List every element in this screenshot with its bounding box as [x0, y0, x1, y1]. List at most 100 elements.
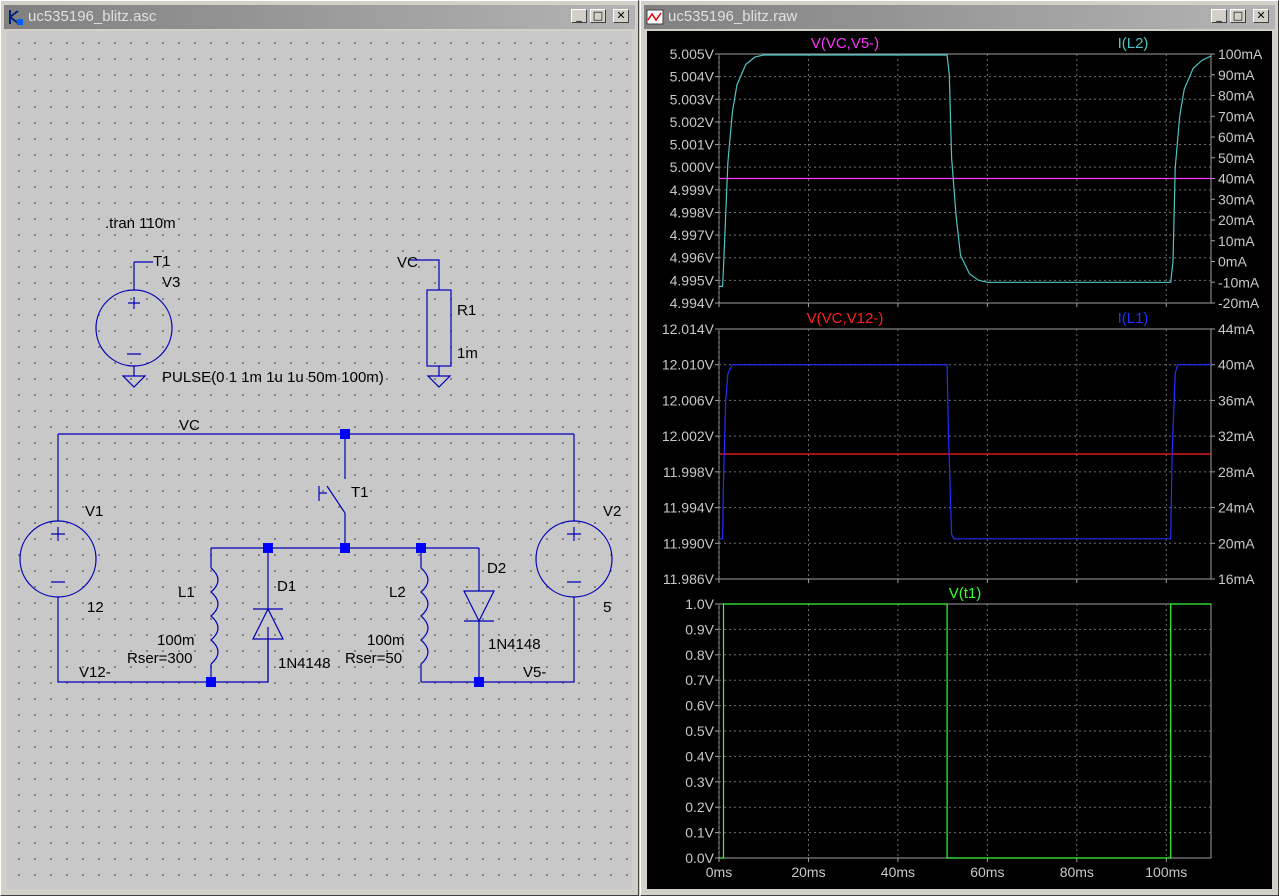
close-button[interactable]: ✕	[1253, 9, 1269, 23]
t1-name[interactable]: T1	[351, 484, 369, 501]
y-tick-label-left: 11.990V	[663, 535, 715, 551]
waveform-titlebar[interactable]: uc535196_blitz.raw _ □ ✕	[644, 5, 1275, 29]
y-tick-label-left: 4.998V	[670, 204, 715, 220]
y-tick-label-right: 28mA	[1218, 464, 1255, 480]
v2-value[interactable]: 5	[603, 599, 611, 616]
l1-value[interactable]: 100m	[157, 632, 195, 649]
l2-rser[interactable]: Rser=50	[345, 650, 402, 667]
x-tick-label: 80ms	[1060, 864, 1094, 880]
x-tick-label: 40ms	[881, 864, 915, 880]
maximize-button[interactable]: □	[590, 9, 606, 23]
y-tick-label-right: 70mA	[1218, 108, 1255, 124]
y-tick-label-left: 0.7V	[685, 672, 714, 688]
v1-name[interactable]: V1	[85, 503, 103, 520]
series-line	[719, 603, 1211, 859]
r1-name[interactable]: R1	[457, 302, 476, 319]
y-tick-label-left: 0.8V	[685, 647, 714, 663]
voltage-source-v2[interactable]	[535, 520, 613, 598]
y-tick-label-left: 11.994V	[663, 500, 715, 516]
y-tick-label-left: 5.001V	[670, 137, 715, 153]
voltage-source-v3[interactable]	[95, 261, 173, 388]
y-tick-label-left: 0.3V	[685, 774, 714, 790]
y-tick-label-left: 11.986V	[663, 571, 715, 587]
y-tick-label-right: 50mA	[1218, 150, 1255, 166]
y-tick-label-left: 0.5V	[685, 723, 714, 739]
y-tick-label-left: 4.997V	[670, 227, 715, 243]
close-button[interactable]: ✕	[613, 9, 629, 23]
voltage-source-v1[interactable]	[19, 520, 97, 598]
y-tick-label-right: 44mA	[1218, 321, 1255, 337]
series-legend-label: V(VC,V5-)	[811, 35, 879, 52]
y-tick-label-right: 100mA	[1218, 46, 1263, 62]
y-tick-label-left: 5.000V	[670, 159, 715, 175]
y-tick-label-right: 30mA	[1218, 191, 1255, 207]
net-label-vc-r1[interactable]: VC	[397, 254, 418, 271]
y-tick-label-left: 5.003V	[670, 91, 715, 107]
y-tick-label-left: 0.2V	[685, 799, 714, 815]
minimize-button[interactable]: _	[571, 9, 587, 23]
schematic-window: uc535196_blitz.asc _ □ ✕	[0, 0, 639, 896]
y-tick-label-right: 16mA	[1218, 571, 1255, 587]
resistor-r1[interactable]	[409, 259, 452, 388]
l1-rser[interactable]: Rser=300	[127, 650, 192, 667]
y-tick-label-right: 40mA	[1218, 171, 1255, 187]
waveform-plots[interactable]: 5.005V5.004V5.003V5.002V5.001V5.000V4.99…	[647, 31, 1272, 889]
series-line	[719, 364, 1211, 540]
v3-value[interactable]: PULSE(0 1 1m 1u 1u 50m 100m)	[162, 369, 384, 386]
y-tick-label-right: -20mA	[1218, 295, 1260, 311]
minimize-button[interactable]: _	[1211, 9, 1227, 23]
series-line	[719, 54, 1212, 287]
y-tick-label-left: 5.002V	[670, 114, 715, 130]
y-tick-label-right: 60mA	[1218, 129, 1255, 145]
junction-dots	[206, 429, 484, 687]
inductor-l1[interactable]	[210, 548, 219, 682]
y-tick-label-left: 11.998V	[663, 464, 715, 480]
l2-value[interactable]: 100m	[367, 632, 405, 649]
switch-t1[interactable]	[318, 471, 346, 548]
schematic-canvas[interactable]: .tran 110m T1 V3 PULSE(0 1 1m 1u 1u 50m …	[7, 31, 632, 889]
l2-name[interactable]: L2	[389, 584, 406, 601]
net-label-t1[interactable]: T1	[153, 253, 171, 270]
tran-directive[interactable]: .tran 110m	[105, 215, 176, 232]
y-tick-label-left: 4.996V	[670, 250, 715, 266]
d1-model[interactable]: 1N4148	[278, 655, 331, 672]
diode-d2[interactable]	[463, 548, 495, 682]
y-tick-label-left: 1.0V	[685, 596, 714, 612]
v3-name[interactable]: V3	[162, 274, 180, 291]
d1-name[interactable]: D1	[277, 578, 296, 595]
y-tick-label-left: 0.9V	[685, 621, 714, 637]
y-tick-label-right: 20mA	[1218, 535, 1255, 551]
wire-vc	[57, 433, 575, 521]
y-tick-label-right: 80mA	[1218, 88, 1255, 104]
y-tick-label-left: 0.0V	[685, 850, 714, 866]
maximize-button[interactable]: □	[1230, 9, 1246, 23]
x-tick-label: 0ms	[706, 864, 732, 880]
waveform-window-title: uc535196_blitz.raw	[668, 8, 798, 25]
x-tick-label: 60ms	[970, 864, 1004, 880]
y-tick-label-right: 24mA	[1218, 500, 1255, 516]
schematic-titlebar[interactable]: uc535196_blitz.asc _ □ ✕	[4, 5, 635, 29]
v1-value[interactable]: 12	[87, 599, 104, 616]
y-tick-label-right: 36mA	[1218, 392, 1255, 408]
series-legend-label: V(VC,V12-)	[807, 310, 884, 327]
y-tick-label-right: 90mA	[1218, 67, 1255, 83]
d2-model[interactable]: 1N4148	[488, 636, 541, 653]
y-tick-label-left: 5.005V	[670, 46, 715, 62]
y-tick-label-left: 4.999V	[670, 182, 715, 198]
r1-value[interactable]: 1m	[457, 345, 478, 362]
d2-name[interactable]: D2	[487, 560, 506, 577]
net-label-v12[interactable]: V12-	[79, 664, 111, 681]
net-label-vc[interactable]: VC	[179, 417, 200, 434]
net-label-v5[interactable]: V5-	[523, 664, 546, 681]
v2-name[interactable]: V2	[603, 503, 621, 520]
y-tick-label-right: 40mA	[1218, 357, 1255, 373]
series-legend-label: I(L1)	[1118, 310, 1149, 327]
y-tick-label-left: 0.6V	[685, 698, 714, 714]
y-tick-label-right: 0mA	[1218, 254, 1247, 270]
schematic-svg[interactable]: .tran 110m T1 V3 PULSE(0 1 1m 1u 1u 50m …	[7, 31, 632, 889]
inductor-l2[interactable]	[420, 548, 429, 682]
l1-name[interactable]: L1	[178, 584, 195, 601]
diode-d1[interactable]	[252, 548, 284, 682]
